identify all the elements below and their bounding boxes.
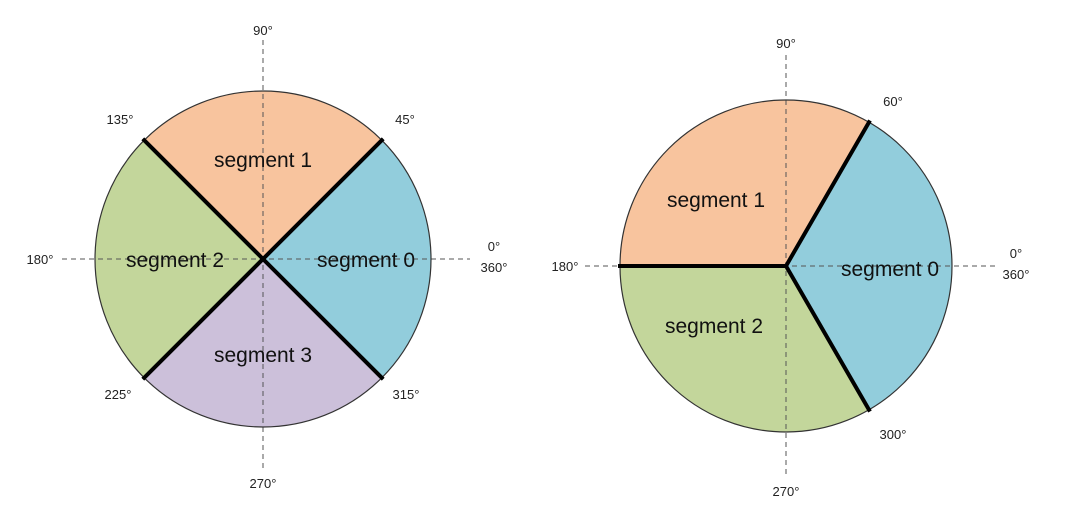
angle-label-0: 0° [488, 239, 500, 254]
angle-label-180: 180° [552, 259, 579, 274]
segment-1-label: segment 1 [667, 189, 765, 212]
segment-1-wedge [620, 100, 869, 267]
angle-label-360: 360° [1003, 267, 1030, 282]
segment-2-label: segment 2 [126, 249, 224, 272]
angle-label-225: 225° [105, 387, 132, 402]
angle-label-90: 90° [253, 23, 273, 38]
segment-0-label: segment 0 [841, 258, 939, 281]
angle-label-0: 0° [1010, 246, 1022, 261]
divider-60 [783, 119, 872, 269]
angle-label-45: 45° [395, 112, 415, 127]
angle-label-270: 270° [250, 476, 277, 491]
angle-label-360: 360° [481, 260, 508, 275]
angle-label-300: 300° [880, 427, 907, 442]
segment-2-label: segment 2 [665, 315, 763, 338]
circle-outline [94, 90, 432, 428]
divider-315 [260, 256, 385, 381]
angle-label-60: 60° [883, 94, 903, 109]
divider-135 [141, 137, 266, 262]
angle-label-135: 135° [107, 112, 134, 127]
angle-label-90: 90° [776, 36, 796, 51]
segment-0-wedge [263, 140, 431, 378]
divider-225 [141, 256, 266, 381]
segment-1-label: segment 1 [214, 149, 312, 172]
divider-300 [783, 263, 872, 413]
divider-45 [260, 137, 385, 262]
segment-2-wedge [620, 266, 869, 432]
diagram-three-segments: segment 1 segment 0 segment 2 90° 60° 0°… [552, 36, 1030, 499]
diagram-four-segments: segment 1 segment 2 segment 0 segment 3 … [27, 23, 508, 491]
angle-label-180: 180° [27, 252, 54, 267]
angle-label-270: 270° [773, 484, 800, 499]
segment-3-wedge [144, 259, 382, 427]
angle-label-315: 315° [393, 387, 420, 402]
segment-3-label: segment 3 [214, 344, 312, 367]
segment-0-label: segment 0 [317, 249, 415, 272]
